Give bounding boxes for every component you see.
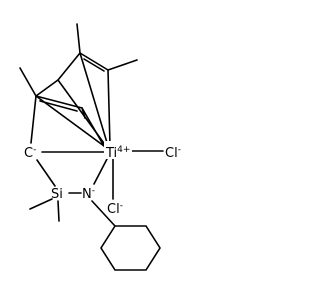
si-methyl-down (57, 200, 60, 222)
c-si-bond (36, 159, 56, 187)
atom-label-si: Si (51, 187, 63, 202)
ti-bond-5 (81, 107, 105, 147)
structure-diagram: C- Ti4+ Cl- Cl- Si N- (19, 23, 181, 271)
ti-bond-2 (107, 69, 111, 147)
n-cyclohexyl-bond (91, 200, 116, 227)
methyl-bonds (19, 23, 138, 97)
ring-bond-top-right-inner (83, 58, 105, 72)
ti-bond-4 (35, 95, 105, 147)
ring-bond-top-right (79, 52, 109, 71)
n-ti-bond (93, 158, 108, 185)
si-methyl-left (29, 198, 53, 210)
molecule-drawing: C- Ti4+ Cl- Cl- Si N- (19, 23, 181, 271)
ti-bond-1 (79, 52, 109, 147)
methyl-top (76, 23, 81, 54)
ring-bond-bottom (35, 95, 83, 109)
ring-to-c-bond (30, 95, 37, 144)
atom-label-c: C- (24, 145, 36, 161)
atom-label-cl-down: Cl- (107, 201, 123, 217)
ring-bond-top-left (57, 52, 81, 81)
ring-bond-left-mid (35, 79, 59, 97)
ti-coordination-bonds (35, 52, 111, 147)
cyclohexyl-ring (100, 225, 161, 271)
methyl-left (19, 67, 37, 97)
methyl-right (107, 59, 138, 71)
atom-label-n: N- (82, 186, 95, 202)
atom-label-ti: Ti4+ (105, 145, 130, 161)
atom-label-cl-right: Cl- (165, 145, 181, 161)
